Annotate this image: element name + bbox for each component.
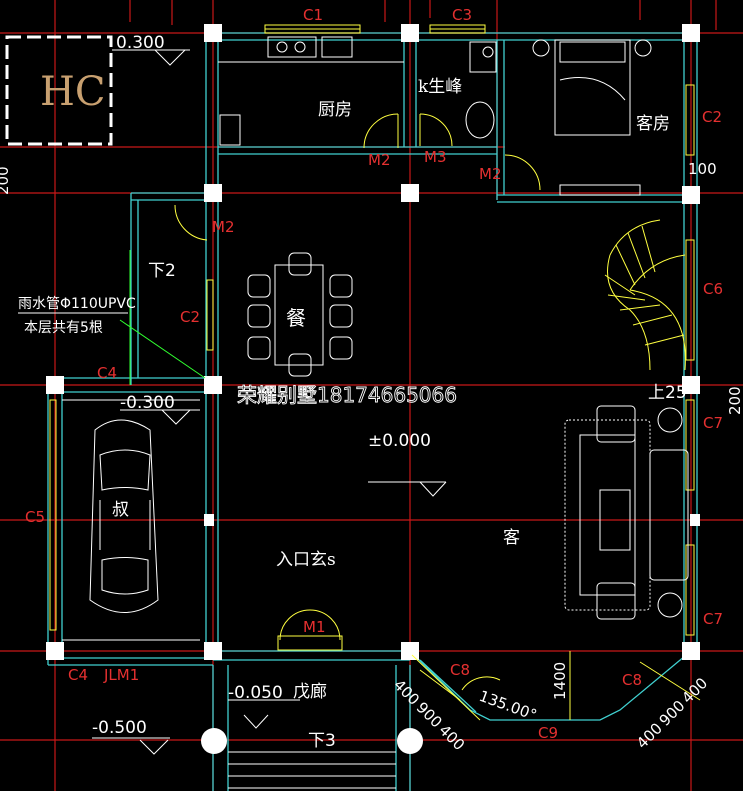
window-labels: C1 C3 C2 C2 C4 C4 C5 C6 C7 C7 C8 C9 C8 (25, 6, 723, 742)
door-label-m2-kitchen: M2 (368, 151, 391, 169)
column (401, 24, 419, 42)
door-label-m3: M3 (424, 148, 447, 166)
room-dining: 餐 (286, 306, 306, 330)
column (682, 642, 700, 660)
hc-box: HC (5, 35, 113, 146)
bathroom-fixtures (465, 41, 497, 139)
level-markers (92, 49, 447, 755)
column (204, 184, 222, 202)
door-swings (174, 113, 541, 641)
room-labels: 厨房 k生峰 客房 餐 入口玄s 客 叔 戊廊 (112, 77, 670, 702)
room-entrance: 入口玄s (276, 550, 336, 570)
window-label-c4-top: C4 (97, 364, 117, 382)
round-column (201, 728, 227, 754)
guest-bed (532, 39, 652, 196)
column (204, 24, 222, 42)
drainpipe-note: 雨水管Φ110UPVC 本层共有5根 (18, 296, 136, 336)
door-swing (504, 154, 541, 191)
kitchen-fixtures (218, 36, 404, 146)
door-swing (174, 204, 208, 241)
staircase (604, 219, 686, 371)
door-label-m2-bath: M2 (479, 165, 502, 183)
dining-set (247, 252, 353, 377)
porch-steps (228, 751, 396, 789)
window-label-c8-right: C8 (622, 671, 642, 689)
note-line-1: 雨水管Φ110UPVC (18, 296, 136, 312)
dim-200-right: 200 (726, 386, 743, 415)
dim-400-left: 400 (390, 676, 423, 709)
window-label-c3: C3 (452, 6, 472, 24)
room-garage: 叔 (112, 500, 129, 520)
column (401, 642, 419, 660)
dim-1400: 1400 (551, 662, 569, 700)
room-kitchen: 厨房 (318, 100, 352, 120)
door-swing (363, 113, 399, 149)
elevation-bottom: -0.500 (92, 718, 147, 738)
dim-100: 100 (688, 160, 717, 178)
room-porch: 戊廊 (293, 682, 327, 702)
column (204, 642, 222, 660)
garage-apron (62, 399, 200, 641)
stair-up25: 上25 (648, 383, 687, 403)
column (46, 642, 64, 660)
window-label-c2-left: C2 (180, 308, 200, 326)
window-label-c9: C9 (538, 724, 558, 742)
door-labels: M2 M3 M2 M2 M1 JLM1 (103, 148, 502, 684)
column (46, 376, 64, 394)
column (682, 24, 700, 42)
watermark: 荣耀别墅18174665066 (237, 383, 457, 407)
window-label-c7-top: C7 (703, 414, 723, 432)
column (204, 376, 222, 394)
dimension-lines (411, 651, 701, 721)
stair-down3: 下3 (308, 731, 336, 751)
window-label-c1: C1 (303, 6, 323, 24)
window-label-c5: C5 (25, 508, 45, 526)
column (204, 514, 214, 526)
elevation-porch: -0.050 (228, 683, 283, 703)
door-label-m1: M1 (303, 618, 326, 636)
round-column (397, 728, 423, 754)
dim-200-left: 200 (0, 166, 12, 195)
note-line-2: 本层共有5根 (24, 320, 103, 336)
dim-900-right: 900 (656, 697, 689, 730)
column (682, 376, 700, 394)
dim-900-left: 900 (413, 698, 446, 731)
car (89, 419, 159, 613)
stair-down2: 下2 (148, 261, 176, 281)
hc-label: HC (40, 69, 106, 115)
door-swing (279, 609, 311, 641)
elevation-garage: -0.300 (120, 393, 175, 413)
window-symbols (49, 24, 695, 636)
room-guest: 客房 (636, 114, 670, 134)
column (690, 514, 700, 526)
elevation-top: 0.300 (116, 33, 165, 53)
elevation-labels: 0.300 -0.300 ±0.000 -0.050 -0.500 (92, 33, 431, 738)
dim-400-right2: 400 (678, 674, 711, 707)
dim-400-left2: 400 (435, 721, 468, 754)
living-sofa-set (564, 405, 689, 620)
door-swing (309, 609, 341, 641)
room-bathroom: k生峰 (418, 77, 462, 97)
entrance-door (277, 635, 343, 651)
door-label-jlm1: JLM1 (103, 666, 139, 684)
stair-labels: 下2 上25 下3 (148, 261, 687, 751)
dim-400-right: 400 (633, 719, 666, 752)
window-label-c8-left: C8 (450, 661, 470, 679)
leader-lines (119, 250, 206, 385)
door-label-m2-left: M2 (212, 218, 235, 236)
door-swing (419, 113, 453, 147)
elevation-main: ±0.000 (368, 431, 431, 451)
room-living: 客 (503, 528, 520, 548)
column (682, 186, 700, 204)
window-label-c2-top: C2 (702, 108, 722, 126)
window-label-c7-bottom: C7 (703, 610, 723, 628)
window-label-c6: C6 (703, 280, 723, 298)
column (401, 184, 419, 202)
window-label-c4-bottom: C4 (68, 666, 88, 684)
columns (46, 24, 700, 754)
